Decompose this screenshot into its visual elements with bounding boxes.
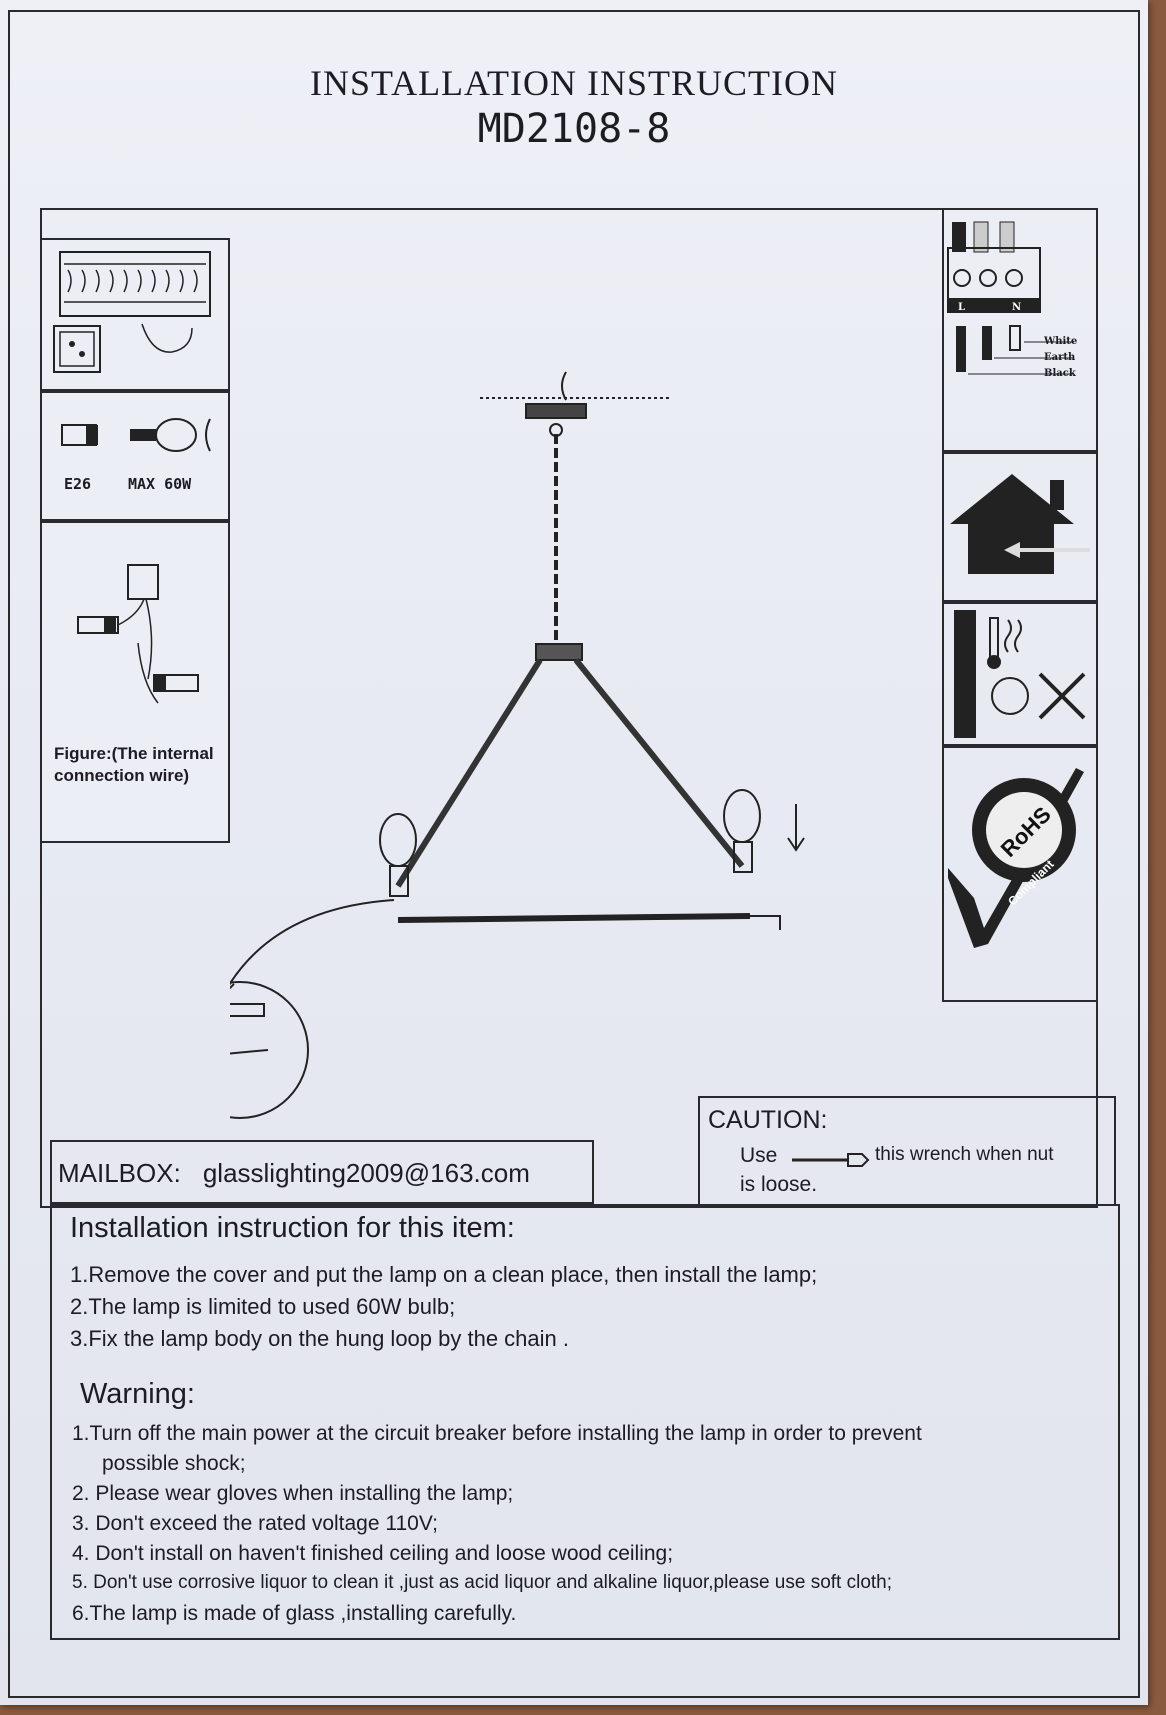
warning-item-3: 3. Don't exceed the rated voltage 110V; xyxy=(72,1512,438,1535)
socket-type: E26 xyxy=(64,475,92,493)
no-heat-touch-icon xyxy=(954,610,1086,738)
rohs-panel: RoHS Compliant xyxy=(942,746,1098,1002)
model-number: MD2108-8 xyxy=(477,106,671,152)
warning-item-5: 5. Don't use corrosive liquor to clean i… xyxy=(72,1572,893,1593)
instruction-item-1: 1.Remove the cover and put the lamp on a… xyxy=(70,1262,818,1287)
wire-label-white: White xyxy=(1044,336,1078,347)
instruction-sheet: INSTALLATION INSTRUCTION MD2108-8 xyxy=(0,0,1148,1705)
sheet-border xyxy=(8,10,1140,1698)
chandelier-diagram xyxy=(230,371,805,1119)
caution-box: CAUTION: Use this wrench when nut is loo… xyxy=(698,1096,1116,1206)
bulb-spec-panel: E26 MAX 60W xyxy=(40,391,230,521)
bulb-icon xyxy=(61,418,211,452)
wire-label-earth: Earth xyxy=(1044,352,1076,363)
caution-heading: CAUTION: xyxy=(708,1106,828,1134)
warning-item-2: 2. Please wear gloves when installing th… xyxy=(72,1482,514,1505)
warning-item-6: 6.The lamp is made of glass ,installing … xyxy=(72,1602,517,1625)
breaker-panel xyxy=(40,238,230,391)
rohs-compliant-icon: RoHS Compliant xyxy=(948,768,1084,948)
terminal-label-l: L xyxy=(958,302,966,313)
caution-use: Use xyxy=(740,1144,778,1167)
caution-text: this wrench when nut xyxy=(875,1144,1054,1165)
figure-caption: Figure:(The internal connection wire) xyxy=(54,744,214,785)
wire-label-black: Black xyxy=(1044,368,1076,379)
mailbox-label: MAILBOX: xyxy=(58,1158,181,1188)
warning-item-1: 1.Turn off the main power at the circuit… xyxy=(72,1422,922,1445)
mailbox-email: glasslighting2009@163.com xyxy=(202,1158,530,1188)
house-icon xyxy=(950,474,1090,574)
max-wattage: MAX 60W xyxy=(128,475,192,493)
instruction-item-2: 2.The lamp is limited to used 60W bulb; xyxy=(70,1294,456,1319)
terminal-label-n: N xyxy=(1012,302,1022,313)
caution-line2: is loose. xyxy=(740,1173,818,1196)
internal-wire-panel: Figure:(The internal connection wire) xyxy=(40,521,230,843)
warning-item-4: 4. Don't install on haven't finished cei… xyxy=(72,1542,674,1565)
mailbox-box: MAILBOX: glasslighting2009@163.com xyxy=(50,1140,594,1204)
instructions-box: Installation instruction for this item: … xyxy=(50,1204,1120,1640)
breaker-icon xyxy=(53,251,211,373)
warning-item-1-cont: possible shock; xyxy=(102,1452,246,1475)
wrench-icon xyxy=(792,1153,870,1167)
terminal-block-icon xyxy=(947,221,1074,375)
connection-wire-icon xyxy=(77,564,199,704)
wiring-terminal-panel: L N White Earth Black xyxy=(942,208,1098,452)
document-title: INSTALLATION INSTRUCTION xyxy=(309,63,839,103)
instruction-item-3: 3.Fix the lamp body on the hung loop by … xyxy=(70,1326,569,1351)
heat-warning-panel xyxy=(942,602,1098,746)
indoor-use-panel xyxy=(942,452,1098,602)
instructions-heading: Installation instruction for this item: xyxy=(70,1212,515,1244)
warning-heading: Warning: xyxy=(80,1378,195,1410)
